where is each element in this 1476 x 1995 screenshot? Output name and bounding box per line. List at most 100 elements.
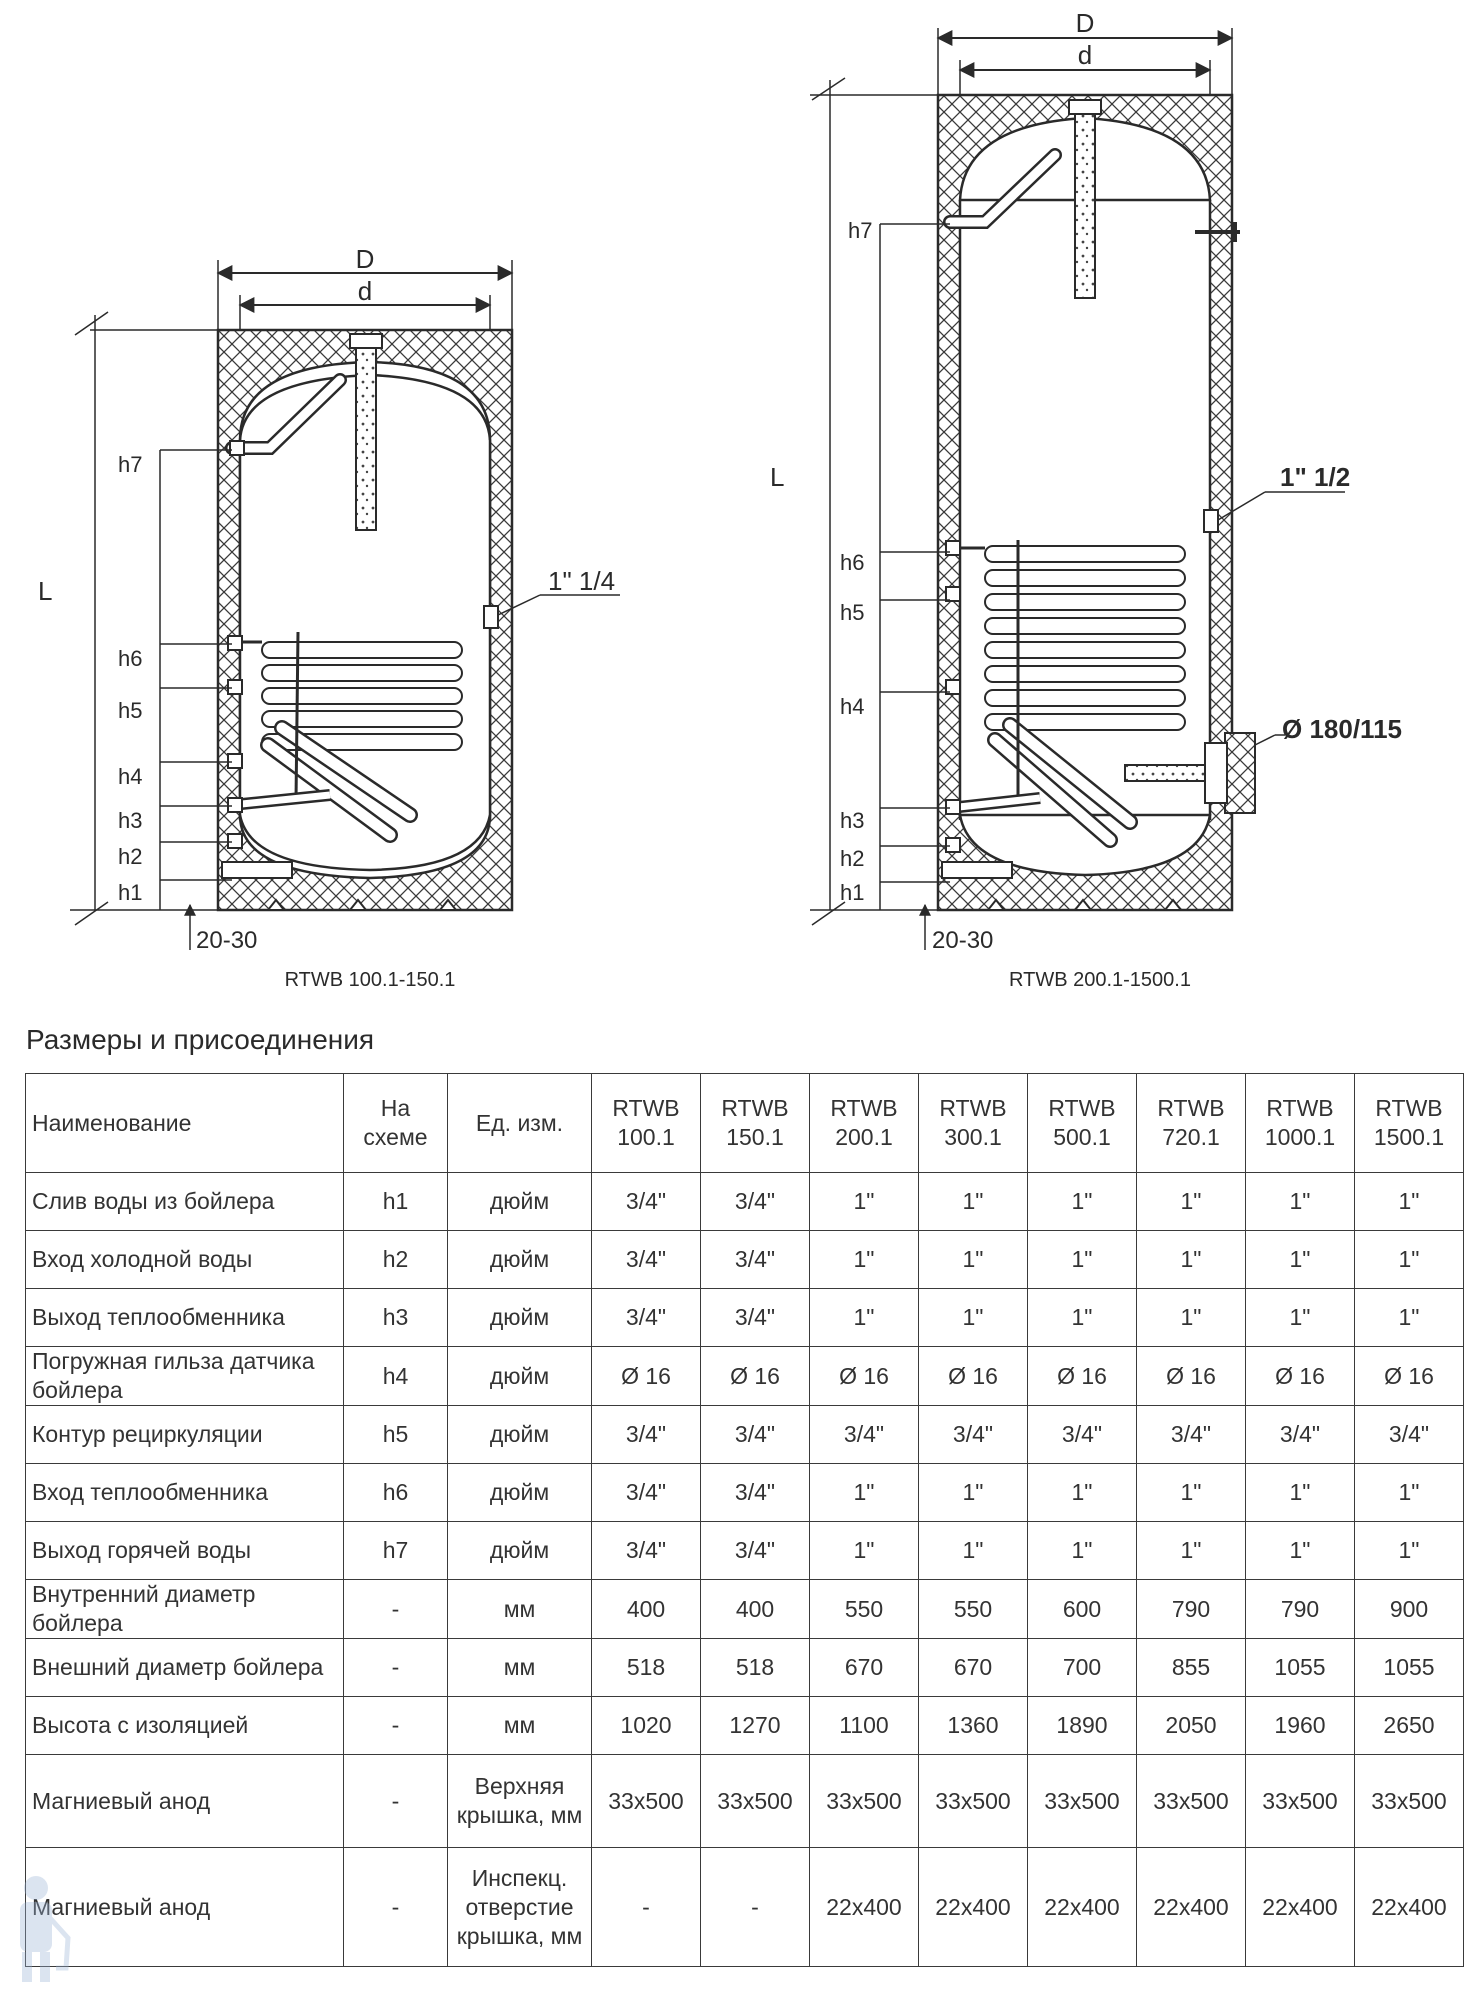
row-value-cell: 1" <box>1027 1288 1137 1347</box>
row-value-cell: 1" <box>1136 1521 1246 1580</box>
row-value-cell: 1" <box>918 1463 1028 1522</box>
left-label-h3: h3 <box>118 808 142 833</box>
row-value-cell: 3/4" <box>700 1463 810 1522</box>
row-value-cell: 670 <box>809 1638 919 1697</box>
row-name-cell: Выход горячей воды <box>25 1521 344 1580</box>
row-value-cell: 1360 <box>918 1696 1028 1755</box>
row-scheme-cell: - <box>343 1847 448 1967</box>
left-base-gap: 20-30 <box>196 927 257 954</box>
row-value-cell: 1" <box>1354 1521 1464 1580</box>
header-name: Наименование <box>25 1073 344 1173</box>
row-value-cell: 33x500 <box>1245 1754 1355 1848</box>
left-boiler-diagram: D d L h7 h6 h5 h4 h3 h2 h1 1" 1/4 20-30 … <box>38 244 620 991</box>
row-value-cell: 518 <box>700 1638 810 1697</box>
row-name-cell: Внешний диаметр бойлера <box>25 1638 344 1697</box>
row-value-cell: 1960 <box>1245 1696 1355 1755</box>
row-unit-cell: дюйм <box>447 1521 592 1580</box>
row-unit-cell: Верхняя крышка, мм <box>447 1754 592 1848</box>
row-value-cell: 1" <box>1245 1521 1355 1580</box>
row-value-cell: 1" <box>809 1521 919 1580</box>
left-label-h2: h2 <box>118 844 142 869</box>
row-value-cell: 3/4" <box>700 1288 810 1347</box>
row-name-cell: Выход теплообменника <box>25 1288 344 1347</box>
row-unit-cell: дюйм <box>447 1230 592 1289</box>
right-dim-L: L <box>770 462 784 492</box>
row-scheme-cell: - <box>343 1754 448 1848</box>
row-value-cell: 3/4" <box>1136 1405 1246 1464</box>
row-value-cell: 3/4" <box>591 1521 701 1580</box>
row-unit-cell: дюйм <box>447 1288 592 1347</box>
right-label-h4: h4 <box>840 694 864 719</box>
right-label-h3: h3 <box>840 808 864 833</box>
row-scheme-cell: h5 <box>343 1405 448 1464</box>
right-heat-exchanger-coil <box>949 540 1186 848</box>
right-label-h5: h5 <box>840 600 864 625</box>
row-scheme-cell: h2 <box>343 1230 448 1289</box>
row-value-cell: 670 <box>918 1638 1028 1697</box>
row-unit-cell: дюйм <box>447 1172 592 1231</box>
row-value-cell: 550 <box>918 1579 1028 1639</box>
row-value-cell: 1" <box>1354 1230 1464 1289</box>
row-name-cell: Внутренний диаметр бойлера <box>25 1579 344 1639</box>
row-value-cell: 1020 <box>591 1696 701 1755</box>
row-value-cell: 22x400 <box>1027 1847 1137 1967</box>
left-anode <box>355 339 377 531</box>
row-value-cell: 1" <box>1354 1463 1464 1522</box>
row-value-cell: 518 <box>591 1638 701 1697</box>
left-dim-d: d <box>358 276 372 306</box>
row-value-cell: 33x500 <box>591 1754 701 1848</box>
row-name-cell: Вход холодной воды <box>25 1230 344 1289</box>
row-scheme-cell: h1 <box>343 1172 448 1231</box>
right-label-h7: h7 <box>848 218 872 243</box>
row-unit-cell: мм <box>447 1579 592 1639</box>
right-anode <box>1074 107 1096 299</box>
row-value-cell: 1100 <box>809 1696 919 1755</box>
row-value-cell: 1" <box>1354 1288 1464 1347</box>
row-value-cell: 1" <box>1245 1463 1355 1522</box>
row-value-cell: 1055 <box>1354 1638 1464 1697</box>
row-scheme-cell: - <box>343 1696 448 1755</box>
row-value-cell: 1" <box>1027 1463 1137 1522</box>
row-value-cell: 400 <box>700 1579 810 1639</box>
row-name-cell: Магниевый анод <box>25 1754 344 1848</box>
header-unit: Ед. изм. <box>447 1073 592 1173</box>
row-name-cell: Погружная гильза датчика бойлера <box>25 1346 344 1406</box>
row-name-cell: Вход теплообменника <box>25 1463 344 1522</box>
row-value-cell: 22x400 <box>1245 1847 1355 1967</box>
row-value-cell: 3/4" <box>591 1405 701 1464</box>
left-dim-D: D <box>356 244 375 274</box>
row-value-cell: 3/4" <box>1027 1405 1137 1464</box>
row-value-cell: Ø 16 <box>700 1346 810 1406</box>
right-flange <box>1224 732 1256 814</box>
row-value-cell: 3/4" <box>591 1463 701 1522</box>
row-value-cell: 1" <box>1027 1521 1137 1580</box>
table-row: Магниевый анод-Инспекц. отверстие крышка… <box>25 1847 1464 1967</box>
boiler-drawings: D d L h7 h6 h5 h4 h3 h2 h1 1" 1/4 20-30 … <box>38 8 1402 991</box>
row-value-cell: 3/4" <box>591 1230 701 1289</box>
row-value-cell: 790 <box>1136 1579 1246 1639</box>
row-value-cell: 3/4" <box>918 1405 1028 1464</box>
row-value-cell: 1890 <box>1027 1696 1137 1755</box>
row-value-cell: 33x500 <box>809 1754 919 1848</box>
row-value-cell: 1" <box>1136 1172 1246 1231</box>
row-value-cell: - <box>700 1847 810 1967</box>
row-value-cell: 3/4" <box>591 1172 701 1231</box>
left-caption: RTWB 100.1-150.1 <box>285 969 456 991</box>
left-label-h5: h5 <box>118 698 142 723</box>
right-boiler-diagram: D d L h7 h6 h5 h4 h3 h2 h1 1" 1/2 Ø 180/… <box>770 8 1402 991</box>
row-value-cell: 400 <box>591 1579 701 1639</box>
row-value-cell: 1" <box>809 1230 919 1289</box>
left-label-h7: h7 <box>118 452 142 477</box>
row-unit-cell: дюйм <box>447 1405 592 1464</box>
row-value-cell: 22x400 <box>809 1847 919 1967</box>
row-value-cell: 22x400 <box>1354 1847 1464 1967</box>
row-value-cell: 1" <box>918 1172 1028 1231</box>
